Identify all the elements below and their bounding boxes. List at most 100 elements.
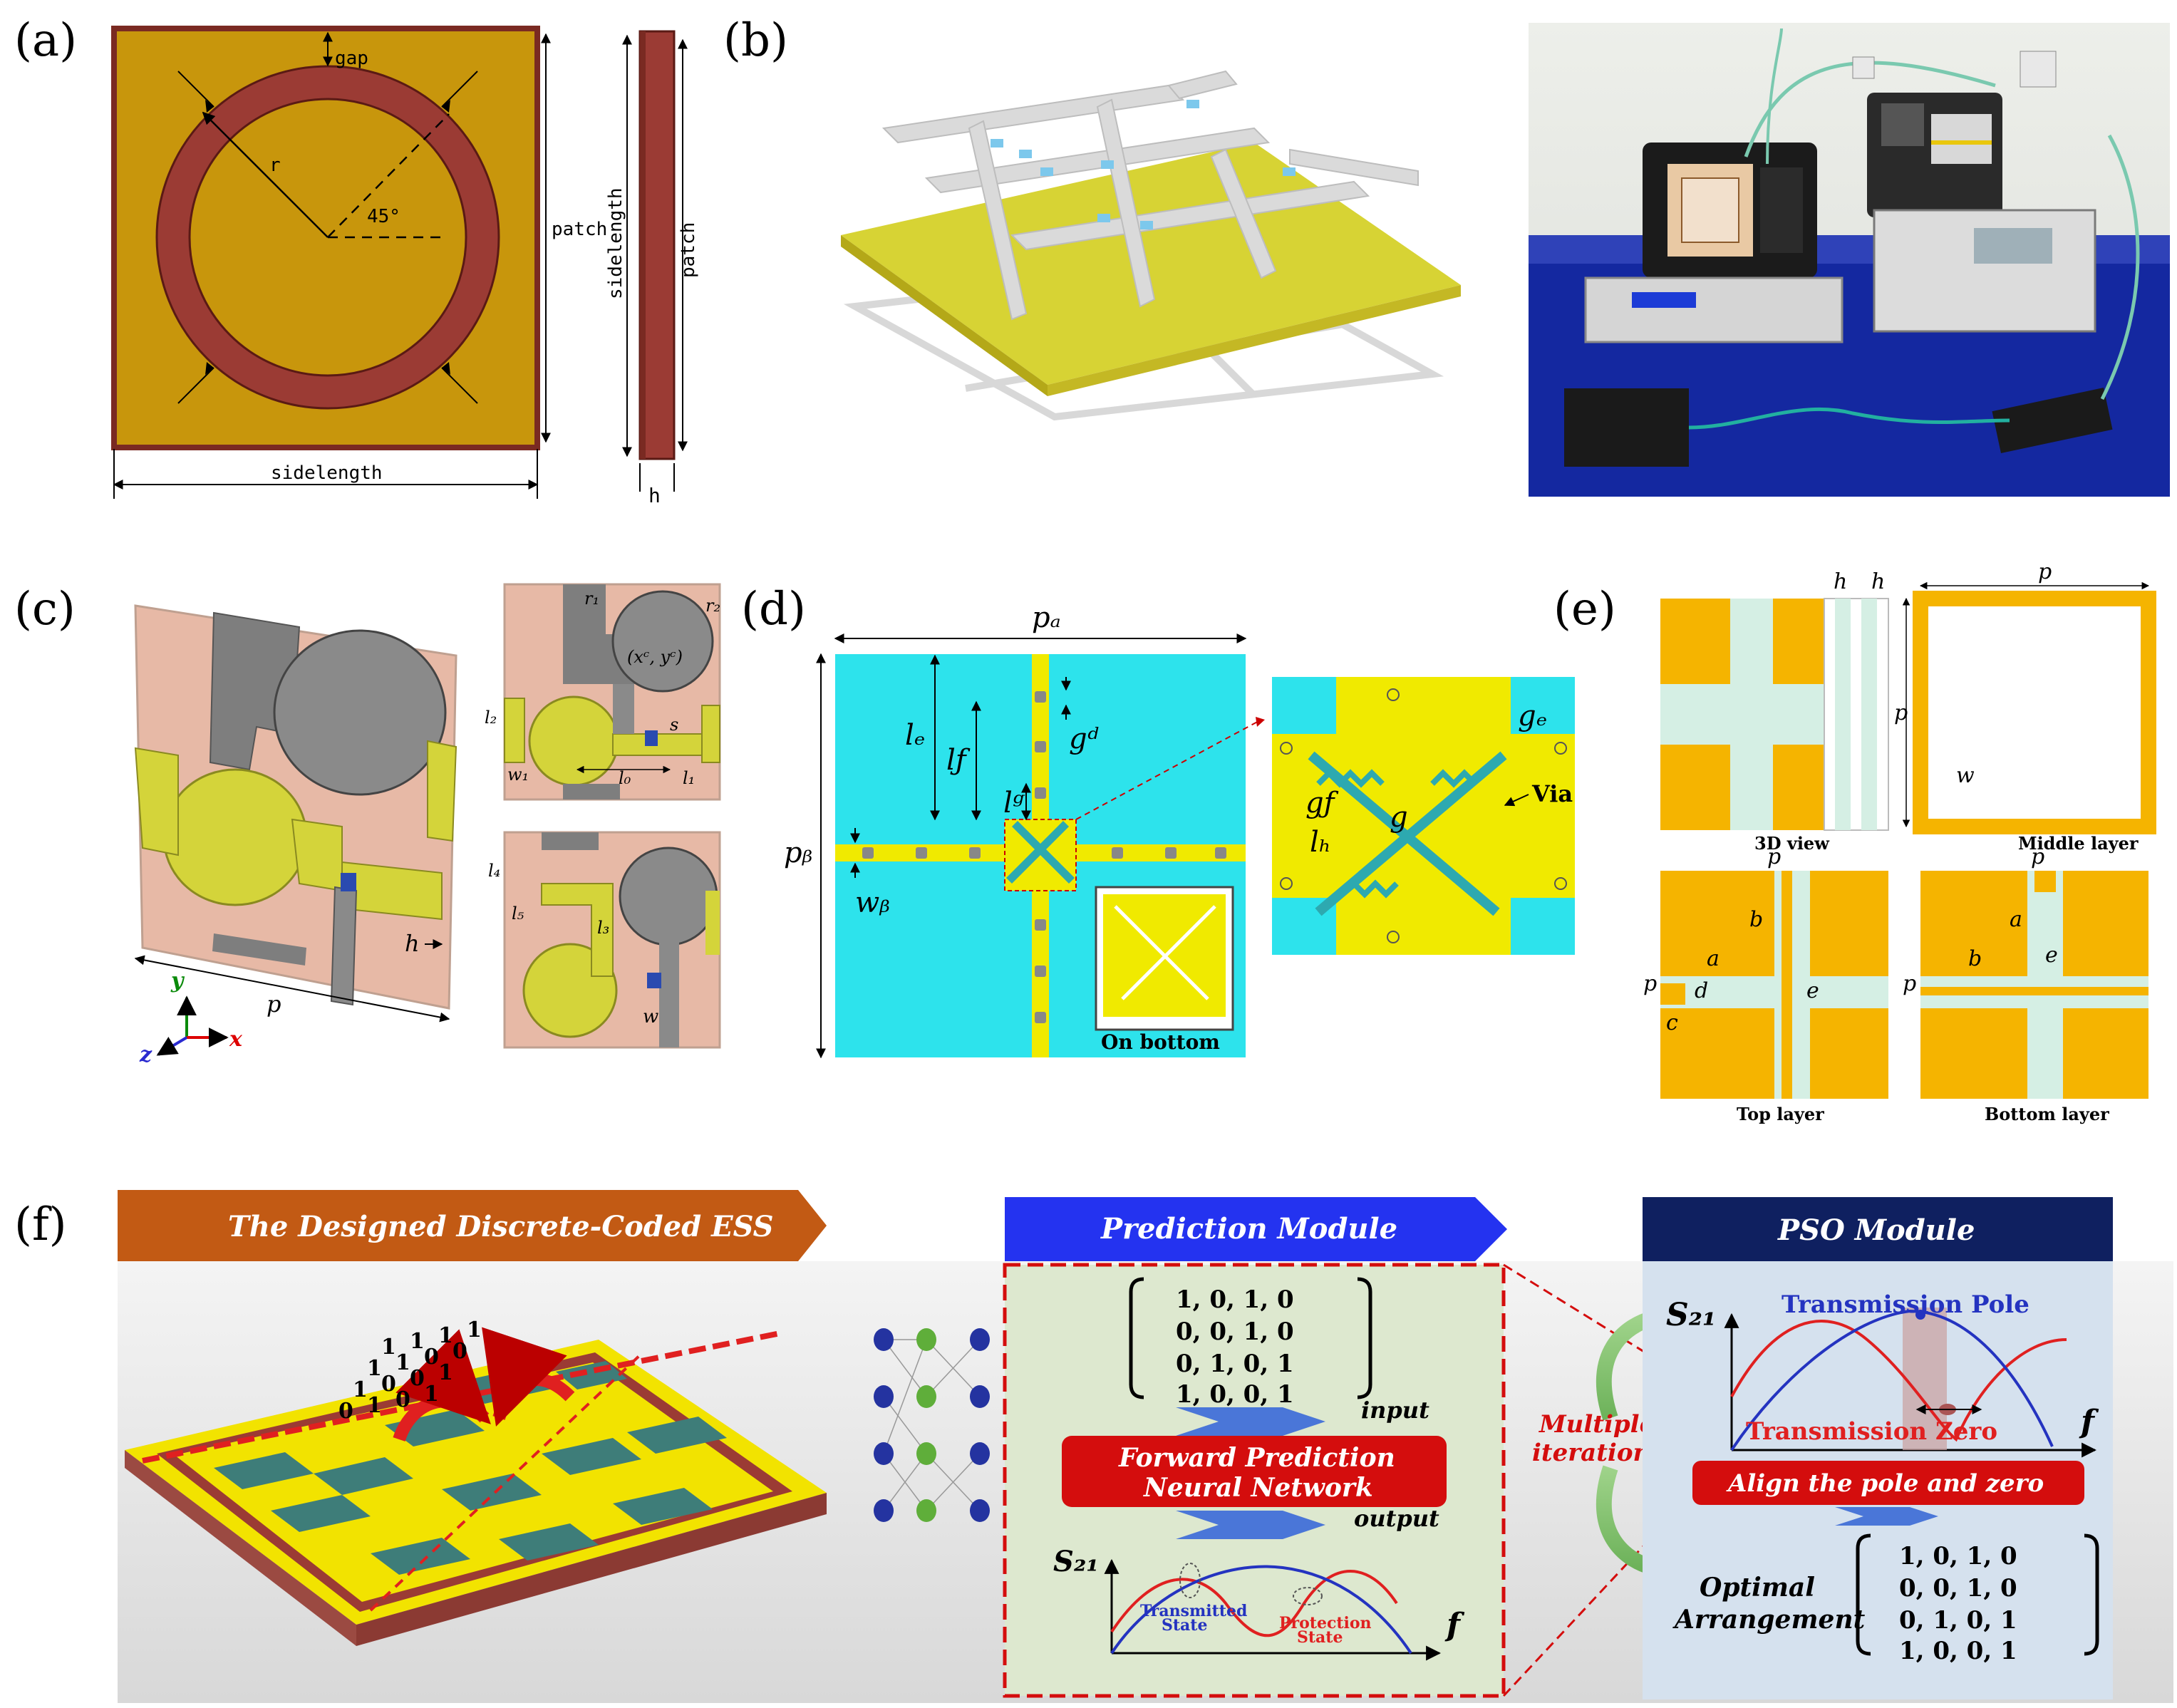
svg-text:0: 0 [338,1399,353,1424]
c-w: w [643,1006,658,1028]
d-g: g [1390,801,1408,834]
e-p-tl: p [1767,844,1781,869]
panel-b: (b) [723,14,2170,497]
svg-text:0: 0 [424,1345,439,1370]
svg-text:1, 0, 1, 0: 1, 0, 1, 0 [1899,1542,2017,1570]
e-h1: h [1834,569,1847,594]
c-h-label: h [405,930,420,957]
svg-text:1: 1 [424,1382,439,1407]
e-p-br-left: p [1903,971,1916,996]
panel-d: (d) pₐ pᵦ lₑ lƒ lᵍ gᵈ wᵦ [741,583,1575,1059]
fpnn-line2: Neural Network [1143,1473,1373,1503]
banner-pso [1643,1197,2113,1261]
e-p-left: p [1894,700,1908,725]
sidelength-v-label: sidelength [605,187,626,299]
switch-elements [991,100,1296,229]
svg-text:0: 0 [395,1387,410,1412]
svg-text:1, 0, 0, 1: 1, 0, 0, 1 [1899,1637,2017,1665]
svg-text:0, 0, 1, 0: 0, 0, 1, 0 [1176,1318,1294,1346]
multiple-1: Multiple [1539,1410,1655,1439]
e-p-top: p [2038,559,2052,584]
optimal-1: Optimal [1700,1573,1815,1603]
banner-prediction [1005,1197,1507,1261]
pole-label: Transmission Pole [1782,1290,2029,1319]
panel-f: (f) The Designed Discrete-Coded ESS Pred… [14,1190,2173,1703]
yellow-disk [162,768,308,906]
multiple-2: iterations [1532,1439,1664,1467]
svg-text:1: 1 [353,1377,368,1402]
d-gf: gƒ [1305,787,1339,819]
e-top-label: Top layer [1737,1104,1824,1124]
panel-e: (e) h h 3D view p p w Middle layer p p b… [1553,559,2156,1124]
axis-z [156,1036,188,1056]
protection-1: Protection [1279,1614,1372,1632]
panel-d-label: (d) [741,583,806,636]
e-p-br: p [2031,844,2044,869]
c-axis-x: x [229,1027,243,1052]
highlight-band [1903,1308,1947,1450]
pin-diode-c [341,873,356,891]
svg-text:1: 1 [467,1318,482,1342]
d-le: lₑ [905,719,925,752]
e-e-tl: e [1806,978,1819,1003]
radius-arrow [202,111,329,238]
c-l2: l₂ [485,708,497,728]
d-pa: pₐ [1032,601,1061,634]
cross-patterns [881,70,1419,321]
c-l1: l₁ [683,768,695,788]
grey-disk [273,629,447,796]
c-l5: l₅ [512,904,524,923]
d-lg: lᵍ [1003,787,1025,819]
angle-label: 45° [367,206,400,227]
red-curve-small [1110,1570,1398,1637]
panel-c-label: (c) [14,583,76,636]
c-axis-z: z [139,1042,152,1067]
c-s: s [670,715,678,735]
transmitted-2: State [1162,1616,1207,1635]
d-lh: lₕ [1310,826,1331,859]
align-label: Align the pole and zero [1726,1469,2044,1498]
e-d-tl: d [1695,978,1708,1003]
e-w: w [1956,763,1975,788]
svg-text:0, 0, 1, 0: 0, 0, 1, 0 [1899,1574,2017,1603]
svg-text:1: 1 [381,1335,396,1360]
svg-text:1: 1 [367,1356,382,1381]
panel-b-label: (b) [723,14,788,67]
svg-text:0, 1, 0, 1: 0, 1, 0, 1 [1899,1606,2017,1635]
c-l4: l₄ [488,861,500,881]
input-label: input [1361,1397,1429,1424]
svg-text:1: 1 [395,1350,410,1375]
r-label: r [269,155,281,176]
svg-text:1: 1 [410,1329,425,1354]
svg-text:0: 0 [410,1366,425,1391]
board-bits: 1 1 1 1 1 1 0 0 1 0 0 1 0 1 0 1 [338,1318,482,1424]
svg-text:1: 1 [438,1360,453,1385]
panel-a-label: (a) [14,14,77,67]
c-w1: w₁ [507,765,529,785]
c-l3: l₃ [597,918,609,938]
input-matrix: 1, 0, 1, 0 0, 0, 1, 0 0, 1, 0, 1 1, 0, 0… [1176,1285,1294,1409]
e-3d-label: 3D view [1754,833,1830,854]
svg-text:1, 0, 1, 0: 1, 0, 1, 0 [1176,1285,1294,1314]
e-a-tl: a [1707,946,1720,971]
patch-label-1: patch [552,219,607,240]
e-middle-label: Middle layer [2018,833,2139,854]
s21-pso-label: S₂₁ [1666,1297,1716,1333]
e-p-tl-left: p [1643,971,1657,996]
banner-ess [118,1190,827,1261]
optimal-2: Arrangement [1672,1605,1866,1635]
ess-board: 1 1 1 1 1 1 0 0 1 0 0 1 0 1 0 1 [125,1318,827,1646]
c-axis-y: y [170,968,185,993]
optimal-matrix: 1, 0, 1, 0 0, 0, 1, 0 0, 1, 0, 1 1, 0, 0… [1899,1542,2017,1665]
e-bottom-label: Bottom layer [1985,1104,2109,1124]
d-ge: gₑ [1518,700,1547,733]
align-block [1692,1461,2084,1505]
c-r1: r₁ [584,589,599,609]
h-label-a: h [648,484,661,507]
panel-e-label: (e) [1553,583,1616,636]
zero-label: Transmission Zero [1746,1417,1997,1446]
gap-label: gap [335,48,368,69]
panel-c: (c) p h y x z r₁ r₂ (xᶜ [14,583,721,1067]
dashed-diagonal [327,113,450,238]
